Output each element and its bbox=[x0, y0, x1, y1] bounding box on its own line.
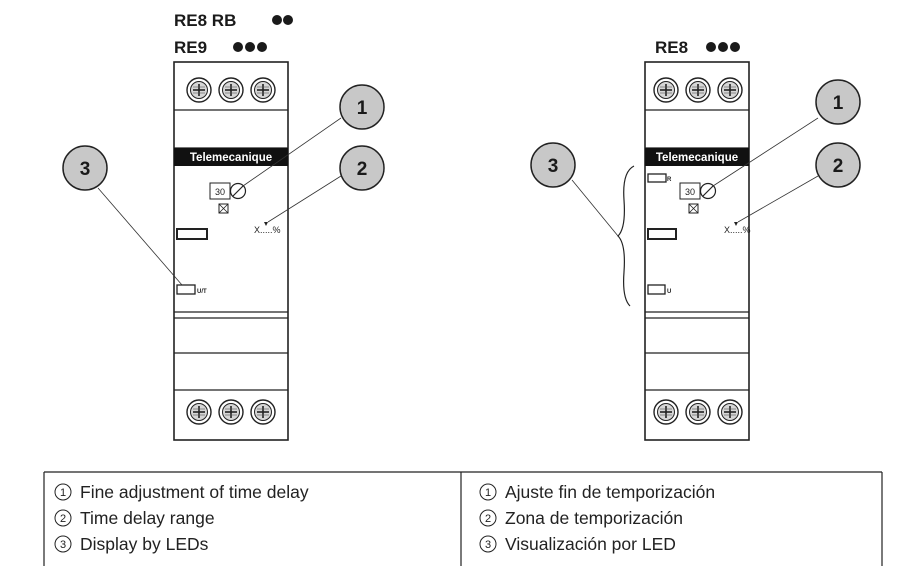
left-brand-bar bbox=[174, 148, 288, 166]
legend-en-row-1: 1 Fine adjustment of time delay bbox=[54, 482, 309, 502]
right-callout-3-number: 3 bbox=[548, 156, 559, 177]
right-callout-3: 3 bbox=[530, 142, 576, 188]
right-device: RE8 Telemecanique R 30 bbox=[644, 38, 751, 441]
right-bottom-terminal-3 bbox=[717, 399, 743, 425]
left-top-terminal-2 bbox=[218, 77, 244, 103]
left-callout-3-number: 3 bbox=[80, 159, 91, 180]
right-led-group-brace bbox=[617, 165, 635, 307]
left-title-line1: RE8 RB bbox=[174, 11, 236, 30]
right-top-terminal-3 bbox=[717, 77, 743, 103]
legend-en-1-text: Fine adjustment of time delay bbox=[80, 482, 309, 502]
legend-en-row-3: 3 Display by LEDs bbox=[54, 534, 209, 554]
left-relay-body bbox=[173, 61, 289, 441]
left-callout-3: 3 bbox=[62, 145, 108, 191]
left-led-label: U/T bbox=[197, 289, 207, 295]
legend-es-row-1: 1 Ajuste fin de temporización bbox=[479, 482, 715, 502]
left-callout-1-number: 1 bbox=[357, 98, 368, 119]
legend-es-2-number: 2 bbox=[485, 513, 491, 525]
legend-en-row-2: 2 Time delay range bbox=[54, 508, 215, 528]
left-fine-adjust-dial-icon bbox=[229, 182, 247, 200]
legend-en-2-number: 2 bbox=[60, 513, 66, 525]
legend-es-2-text: Zona de temporización bbox=[505, 508, 683, 528]
legend-table: 1 Fine adjustment of time delay 2 Time d… bbox=[43, 471, 883, 566]
right-led-u-label: U bbox=[667, 289, 671, 295]
right-title: RE8 bbox=[655, 38, 688, 57]
legend-en-3-text: Display by LEDs bbox=[80, 534, 209, 554]
left-title-dots-2 bbox=[233, 42, 267, 52]
right-led-r-label: R bbox=[667, 177, 672, 183]
legend-es-3-text: Visualización por LED bbox=[505, 534, 676, 554]
right-bottom-terminal-1 bbox=[653, 399, 679, 425]
left-device: RE8 RB RE9 Telemecanique 30 bbox=[173, 11, 293, 441]
left-slot bbox=[176, 228, 208, 240]
left-range-label: X.....% bbox=[254, 225, 281, 235]
right-relay-body bbox=[644, 61, 750, 441]
right-callout-1: 1 bbox=[815, 79, 861, 125]
legend-es-1-number: 1 bbox=[485, 487, 491, 499]
left-range-switch-icon bbox=[218, 203, 229, 214]
left-bottom-terminal-1 bbox=[186, 399, 212, 425]
right-callout-1-number: 1 bbox=[833, 93, 844, 114]
legend-es-3-number: 3 bbox=[485, 539, 491, 551]
legend-es-1-text: Ajuste fin de temporización bbox=[505, 482, 715, 502]
right-range-label: X.....% bbox=[724, 225, 751, 235]
left-top-terminal-1 bbox=[186, 77, 212, 103]
right-brand-bar bbox=[645, 148, 749, 166]
left-bottom-terminal-2 bbox=[218, 399, 244, 425]
left-callout-leaders bbox=[97, 117, 342, 286]
left-brand-label: Telemecanique bbox=[190, 152, 272, 164]
left-bottom-terminal-3 bbox=[250, 399, 276, 425]
left-callout-2: 2 bbox=[339, 145, 385, 191]
legend-es-row-3: 3 Visualización por LED bbox=[479, 534, 676, 554]
right-range-switch-icon bbox=[688, 203, 699, 214]
right-top-terminal-1 bbox=[653, 77, 679, 103]
right-fine-adjust-dial-icon bbox=[699, 182, 717, 200]
right-bottom-terminal-2 bbox=[685, 399, 711, 425]
legend-en-2-text: Time delay range bbox=[80, 508, 215, 528]
legend-es-row-2: 2 Zona de temporización bbox=[479, 508, 683, 528]
left-dial-value: 30 bbox=[215, 187, 225, 197]
left-led bbox=[176, 284, 196, 295]
legend-en-1-number: 1 bbox=[60, 487, 66, 499]
right-callout-leaders bbox=[571, 117, 819, 237]
left-callout-2-number: 2 bbox=[357, 159, 368, 180]
right-callout-2: 2 bbox=[815, 142, 861, 188]
legend-en-3-number: 3 bbox=[60, 539, 66, 551]
right-led-r bbox=[647, 173, 667, 183]
right-brand-label: Telemecanique bbox=[656, 152, 738, 164]
left-title-dots-1 bbox=[272, 15, 293, 25]
right-top-terminal-2 bbox=[685, 77, 711, 103]
left-title-line2: RE9 bbox=[174, 38, 207, 57]
left-callout-1: 1 bbox=[339, 84, 385, 130]
right-slot bbox=[647, 228, 677, 240]
right-led-u bbox=[647, 284, 666, 295]
right-callout-2-number: 2 bbox=[833, 156, 844, 177]
left-top-terminal-3 bbox=[250, 77, 276, 103]
right-dial-value: 30 bbox=[685, 187, 695, 197]
right-title-dots bbox=[706, 42, 740, 52]
